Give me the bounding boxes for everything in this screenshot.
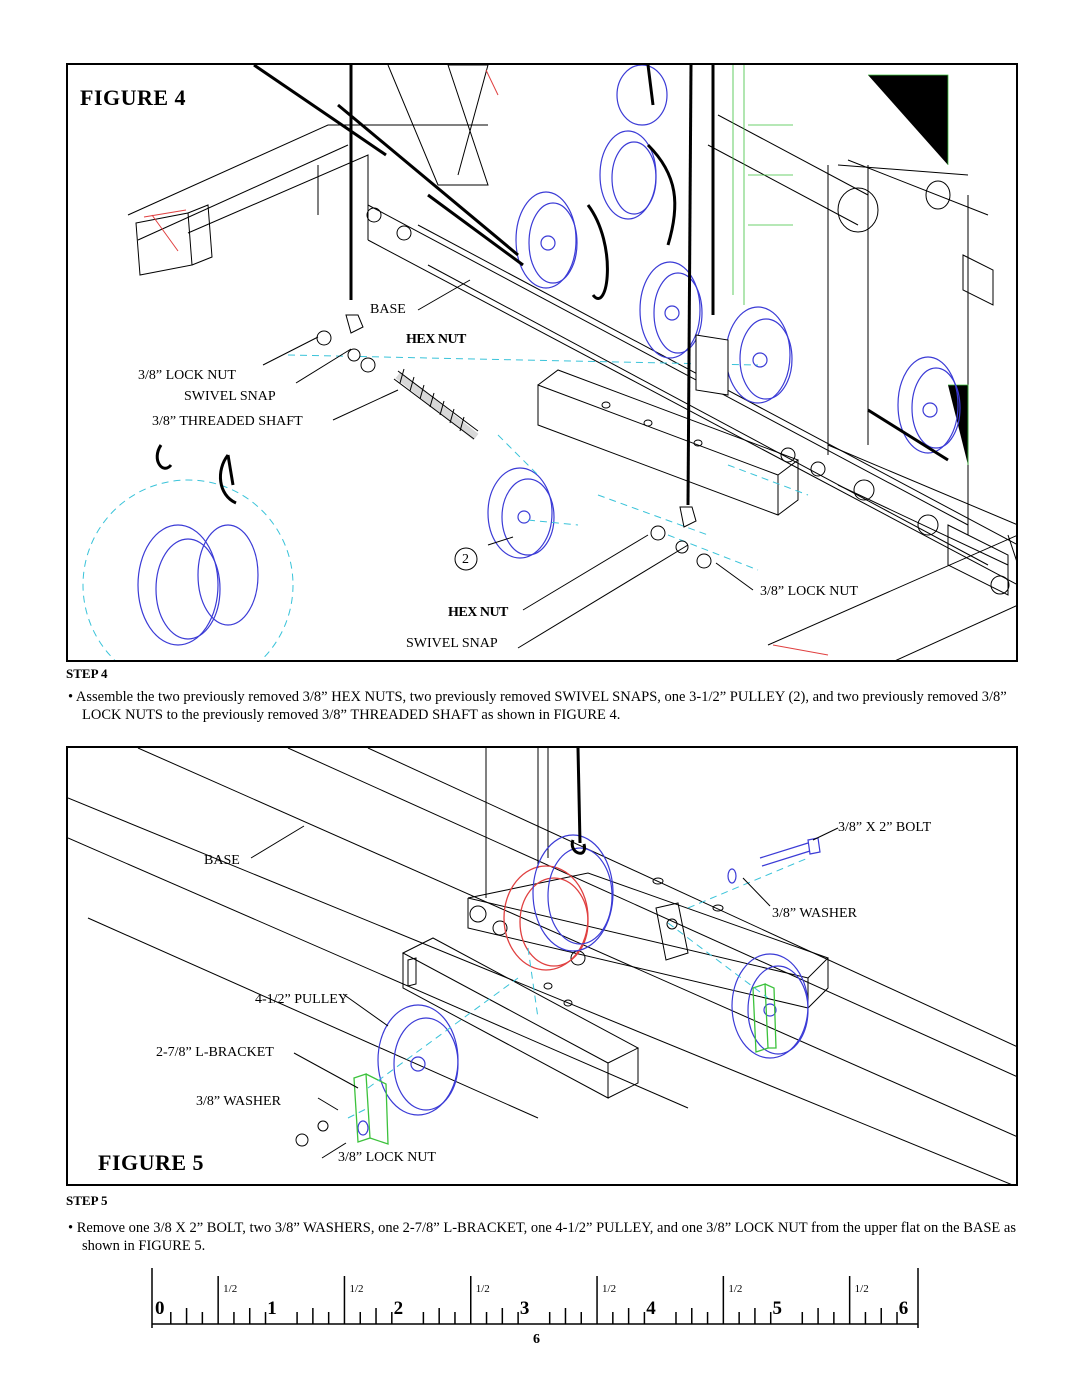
inch-ruler <box>151 1268 919 1328</box>
label-lock-nut: 3/8” LOCK NUT <box>338 1150 436 1165</box>
ruler-number: 0 <box>155 1298 165 1319</box>
ruler-number: 6 <box>898 1298 909 1319</box>
label-swivel-snap-left: SWIVEL SNAP <box>184 389 276 404</box>
label-lock-nut-right: 3/8” LOCK NUT <box>760 584 858 599</box>
label-l-bracket: 2-7/8” L-BRACKET <box>156 1045 274 1060</box>
step-4-text: • Assemble the two previously removed 3/… <box>68 689 1007 723</box>
label-washer-right: 3/8” WASHER <box>772 906 857 921</box>
ruler-number: 2 <box>393 1298 404 1319</box>
figure-5-drawing <box>68 748 1016 1184</box>
label-hex-nut-top: HEX NUT <box>406 332 466 347</box>
step-5-body: Remove one 3/8 X 2” BOLT, two 3/8” WASHE… <box>76 1220 1016 1254</box>
ruler-half-label: 1/2 <box>854 1283 869 1295</box>
callout-number-2: 2 <box>462 552 469 567</box>
step-4-body: Assemble the two previously removed 3/8”… <box>75 689 1007 723</box>
page-number: 6 <box>533 1332 540 1347</box>
ruler-number: 5 <box>772 1298 783 1319</box>
figure-4-panel: FIGURE 4 BASE HEX NUT 3/8” LOCK NUT SWIV… <box>66 63 1018 662</box>
figure-4-title: FIGURE 4 <box>80 85 187 110</box>
label-lock-nut-left: 3/8” LOCK NUT <box>138 368 236 383</box>
label-washer-left: 3/8” WASHER <box>196 1094 281 1109</box>
label-base: BASE <box>204 853 240 868</box>
step-5-text: • Remove one 3/8 X 2” BOLT, two 3/8” WAS… <box>68 1220 1016 1254</box>
figure-5-panel: 3/8” X 2” BOLT BASE 3/8” WASHER 4-1/2” P… <box>66 746 1018 1186</box>
ruler-number: 3 <box>519 1298 530 1319</box>
ruler-half-label: 1/2 <box>223 1283 238 1295</box>
ruler-number: 1 <box>267 1298 277 1319</box>
figure-5-title: FIGURE 5 <box>98 1150 205 1175</box>
figure-4-drawing <box>82 65 1016 660</box>
ruler-half-label: 1/2 <box>349 1283 364 1295</box>
ruler-number: 4 <box>646 1298 656 1319</box>
label-pulley: 4-1/2” PULLEY <box>255 992 348 1007</box>
ruler-half-label: 1/2 <box>475 1283 490 1295</box>
label-bolt: 3/8” X 2” BOLT <box>838 820 932 835</box>
ruler-half-label: 1/2 <box>602 1283 617 1295</box>
step-5-heading: STEP 5 <box>66 1193 108 1208</box>
label-swivel-snap-bottom: SWIVEL SNAP <box>406 636 498 651</box>
step-4-heading: STEP 4 <box>66 666 108 681</box>
label-base: BASE <box>370 302 406 317</box>
ruler-half-label: 1/2 <box>728 1283 743 1295</box>
label-hex-nut-bottom: HEX NUT <box>448 605 508 620</box>
label-threaded-shaft: 3/8” THREADED SHAFT <box>152 414 303 429</box>
